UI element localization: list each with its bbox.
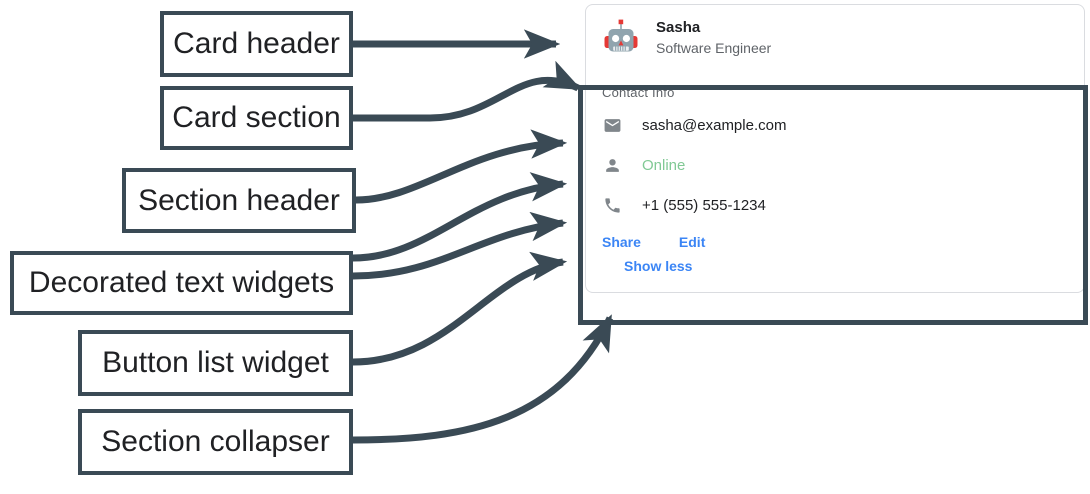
phone-value: +1 (555) 555-1234: [642, 196, 766, 214]
annotation-button-list-widget: Button list widget: [78, 330, 353, 396]
status-value: Online: [642, 156, 686, 174]
decorated-text-row-status: Online: [602, 154, 1068, 176]
annotation-label: Card section: [172, 101, 341, 134]
connector-button-list: [352, 251, 568, 366]
section-collapser: Show less: [602, 258, 1068, 276]
button-list-widget: Share Edit: [602, 234, 1068, 250]
person-icon: [602, 155, 622, 175]
annotation-card-header: Card header: [160, 11, 353, 77]
annotation-label: Section header: [138, 183, 340, 217]
card-subtitle: Software Engineer: [656, 40, 772, 57]
card-title: Sasha: [656, 18, 701, 36]
email-icon: [602, 115, 622, 135]
share-button[interactable]: Share: [602, 234, 641, 250]
decorated-text-row-email: sasha@example.com: [602, 114, 1068, 136]
card-header: Sasha Software Engineer: [586, 5, 1084, 71]
annotation-label: Card header: [173, 27, 340, 60]
edit-button[interactable]: Edit: [678, 234, 706, 250]
connector-section-header: [355, 129, 568, 204]
annotation-label: Section collapser: [101, 425, 330, 458]
card-header-text: Sasha Software Engineer: [656, 18, 772, 57]
annotation-section-header: Section header: [122, 168, 356, 233]
show-less-button[interactable]: Show less: [624, 258, 693, 274]
connector-decorated-text-2: [352, 211, 568, 280]
annotation-label: Button list widget: [102, 346, 329, 379]
card-section-highlight-outline: [578, 85, 1088, 325]
contact-card: Sasha Software Engineer Contact Info sas…: [585, 4, 1085, 293]
decorated-text-row-phone: +1 (555) 555-1234: [602, 194, 1068, 216]
phone-icon: [602, 195, 622, 215]
connector-card-section: [353, 60, 582, 122]
connector-section-collapser: [352, 314, 614, 444]
annotation-card-section: Card section: [160, 86, 353, 150]
connector-decorated-text-1: [352, 172, 568, 262]
annotation-label: Decorated text widgets: [28, 266, 335, 299]
annotation-section-collapser: Section collapser: [78, 409, 353, 475]
annotation-decorated-text-widgets: Decorated text widgets: [10, 251, 353, 315]
email-value: sasha@example.com: [642, 116, 787, 134]
robot-avatar-icon: [600, 17, 642, 59]
